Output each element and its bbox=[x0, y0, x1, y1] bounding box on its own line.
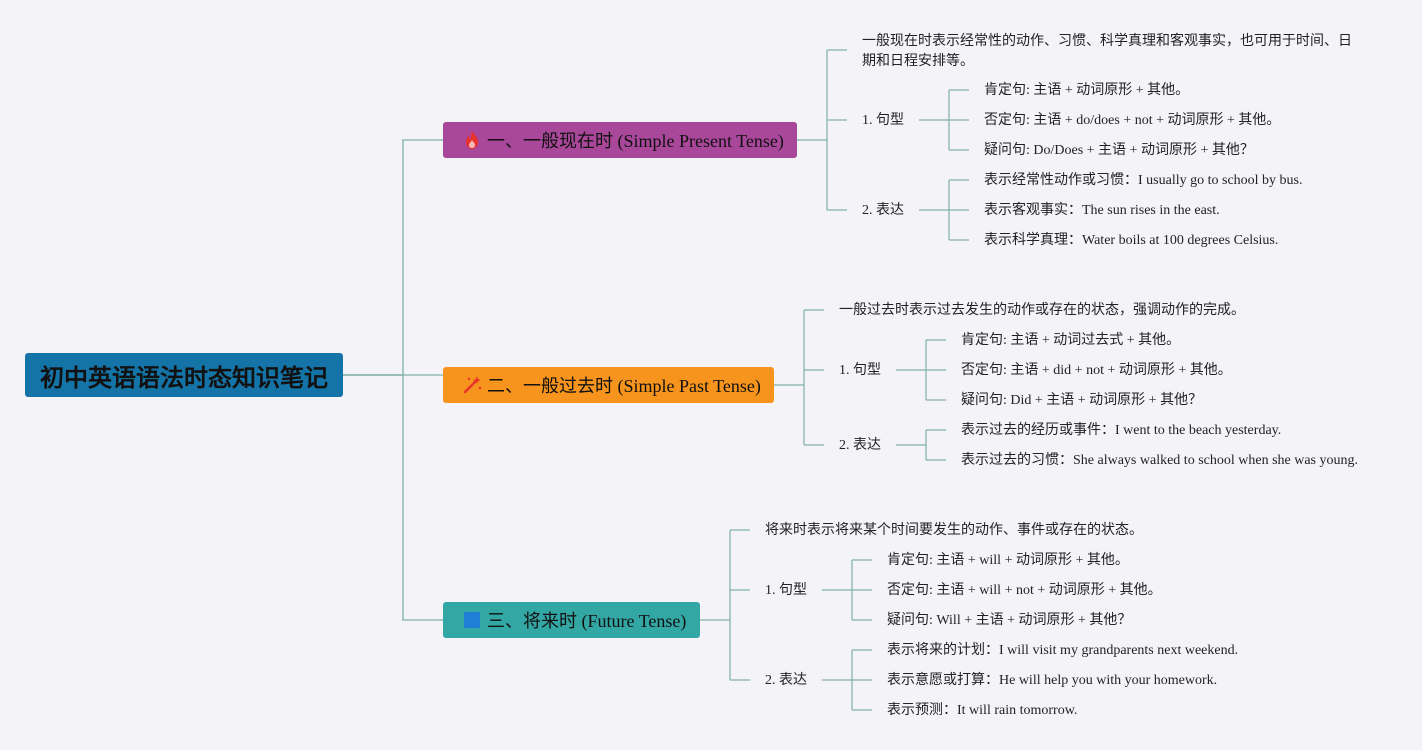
b1-usage-label[interactable]: 2. 表达 bbox=[862, 203, 904, 218]
b1-usage-1[interactable]: 表示经常性动作或习惯：I usually go to school by bus… bbox=[984, 173, 1303, 188]
b2-usage-label[interactable]: 2. 表达 bbox=[839, 438, 881, 453]
blue-square-icon bbox=[464, 612, 480, 628]
fire-icon bbox=[466, 131, 478, 149]
link-b1-pattern-children bbox=[919, 89, 969, 151]
root-topic[interactable]: 初中英语语法时态知识笔记 bbox=[25, 353, 343, 397]
branch-simple-present[interactable]: 一、一般现在时 (Simple Present Tense) bbox=[443, 122, 797, 158]
link-b2-usage-children bbox=[896, 429, 946, 461]
link-root-branch3 bbox=[343, 374, 443, 621]
branch-title: 三、将来时 (Future Tense) bbox=[487, 611, 687, 631]
b2-pattern-question[interactable]: 疑问句: Did + 主语 + 动词原形 + 其他？ bbox=[961, 393, 1203, 408]
b2-definition[interactable]: 一般过去时表示过去发生的动作或存在的状态，强调动作的完成。 bbox=[839, 303, 1245, 318]
link-b2-pattern-children bbox=[896, 339, 946, 401]
link-b3-trunk bbox=[700, 530, 731, 680]
link-b3-pattern-children bbox=[822, 559, 872, 621]
b3-usage-label[interactable]: 2. 表达 bbox=[765, 673, 807, 688]
branch-simple-past[interactable]: 二、一般过去时 (Simple Past Tense) bbox=[443, 367, 774, 403]
b1-pattern-negative[interactable]: 否定句: 主语 + do/does + not + 动词原形 + 其他。 bbox=[984, 113, 1281, 128]
b3-usage-3[interactable]: 表示预测：It will rain tomorrow. bbox=[887, 703, 1078, 718]
b3-definition[interactable]: 将来时表示将来某个时间要发生的动作、事件或存在的状态。 bbox=[765, 523, 1143, 538]
link-b1-usage-children bbox=[919, 179, 969, 241]
b3-pattern-label[interactable]: 1. 句型 bbox=[765, 583, 807, 598]
b3-usage-2[interactable]: 表示意愿或打算：He will help you with your homew… bbox=[887, 673, 1218, 688]
b2-usage-2[interactable]: 表示过去的习惯：She always walked to school when… bbox=[961, 453, 1359, 468]
b1-pattern-question[interactable]: 疑问句: Do/Does + 主语 + 动词原形 + 其他？ bbox=[984, 143, 1254, 158]
b1-usage-3[interactable]: 表示科学真理：Water boils at 100 degrees Celsiu… bbox=[984, 233, 1279, 248]
link-b3-usage-children bbox=[822, 649, 872, 711]
link-b2-trunk bbox=[774, 310, 805, 445]
b3-pattern-affirmative[interactable]: 肯定句: 主语 + will + 动词原形 + 其他。 bbox=[887, 553, 1129, 568]
branch-title: 一、一般现在时 (Simple Present Tense) bbox=[487, 131, 784, 151]
b3-pattern-question[interactable]: 疑问句: Will + 主语 + 动词原形 + 其他？ bbox=[887, 613, 1132, 628]
root-topic-label: 初中英语语法时态知识笔记 bbox=[40, 363, 328, 392]
link-b1-trunk bbox=[797, 50, 828, 210]
b1-pattern-affirmative[interactable]: 肯定句: 主语 + 动词原形 + 其他。 bbox=[984, 83, 1190, 98]
branch-title: 二、一般过去时 (Simple Past Tense) bbox=[487, 376, 761, 396]
b1-usage-2[interactable]: 表示客观事实：The sun rises in the east. bbox=[984, 203, 1220, 218]
b2-pattern-negative[interactable]: 否定句: 主语 + did + not + 动词原形 + 其他。 bbox=[961, 363, 1232, 378]
b2-pattern-label[interactable]: 1. 句型 bbox=[839, 363, 881, 378]
branch-future[interactable]: 三、将来时 (Future Tense) bbox=[443, 602, 700, 638]
b2-usage-1[interactable]: 表示过去的经历或事件：I went to the beach yesterday… bbox=[961, 423, 1282, 438]
b3-usage-1[interactable]: 表示将来的计划：I will visit my grandparents nex… bbox=[887, 643, 1239, 658]
magic-wand-icon bbox=[463, 376, 482, 394]
b1-definition[interactable]: 一般现在时表示经常性的动作、习惯、科学真理和客观事实，也可用于时间、日期和日程安… bbox=[862, 34, 1352, 69]
b2-pattern-affirmative[interactable]: 肯定句: 主语 + 动词过去式 + 其他。 bbox=[961, 333, 1181, 348]
b1-pattern-label[interactable]: 1. 句型 bbox=[862, 113, 904, 128]
b3-pattern-negative[interactable]: 否定句: 主语 + will + not + 动词原形 + 其他。 bbox=[887, 583, 1162, 598]
link-root-branch1 bbox=[343, 139, 443, 376]
